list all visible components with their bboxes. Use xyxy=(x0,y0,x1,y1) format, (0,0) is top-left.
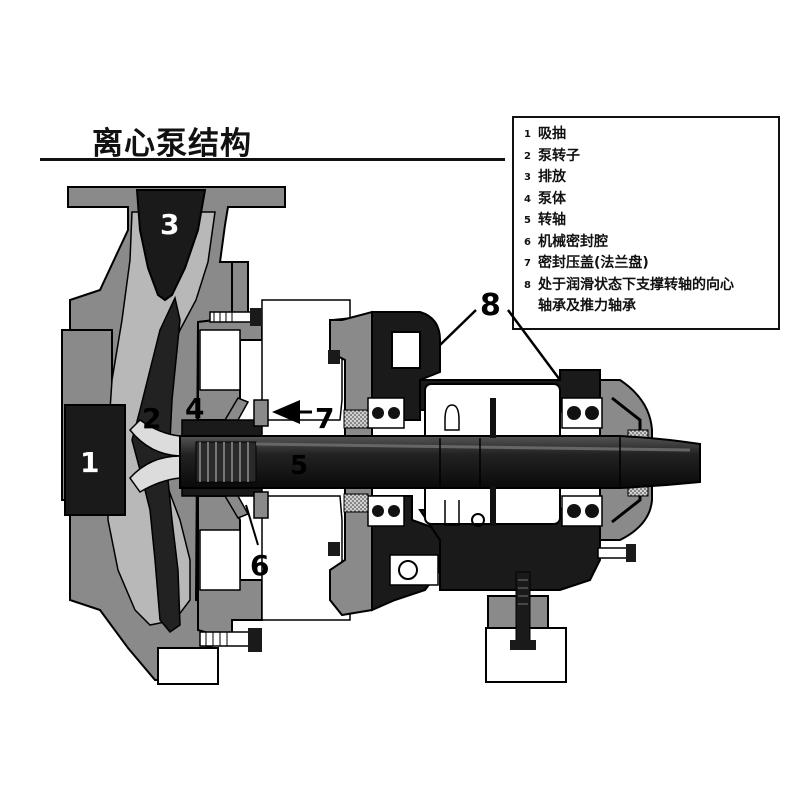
oil-sight-glass xyxy=(444,404,460,431)
bearing-support-foot xyxy=(485,571,567,683)
casing-bolt-bottom xyxy=(199,628,262,652)
legend-item-8-cont: 轴承及推力轴承 xyxy=(538,298,636,314)
callout-6: 6 xyxy=(250,549,269,582)
oil-seal xyxy=(343,409,369,429)
callout-7: 7 xyxy=(315,402,334,435)
callout-6-line xyxy=(245,504,259,546)
oil-flinger xyxy=(490,398,496,438)
frame-bolt xyxy=(328,350,340,364)
callout-3: 3 xyxy=(160,208,179,241)
title-underline xyxy=(40,158,505,161)
callout-1: 1 xyxy=(80,446,99,479)
page-title: 离心泵结构 xyxy=(92,126,252,162)
callout-8: 8 xyxy=(480,288,501,323)
rear-bearing xyxy=(561,397,603,527)
callout-5: 5 xyxy=(290,451,308,481)
callout-2: 2 xyxy=(142,402,161,435)
casing-bolt-top xyxy=(209,308,262,326)
pump-shaft xyxy=(179,435,701,489)
callout-4: 4 xyxy=(185,392,204,425)
callout-7-arrow xyxy=(272,400,300,424)
callout-8-line-left xyxy=(439,309,477,346)
discharge-passage xyxy=(135,189,207,302)
callout-8-line-right xyxy=(506,309,562,381)
suction-passage xyxy=(64,404,126,516)
front-bearing xyxy=(367,397,405,527)
